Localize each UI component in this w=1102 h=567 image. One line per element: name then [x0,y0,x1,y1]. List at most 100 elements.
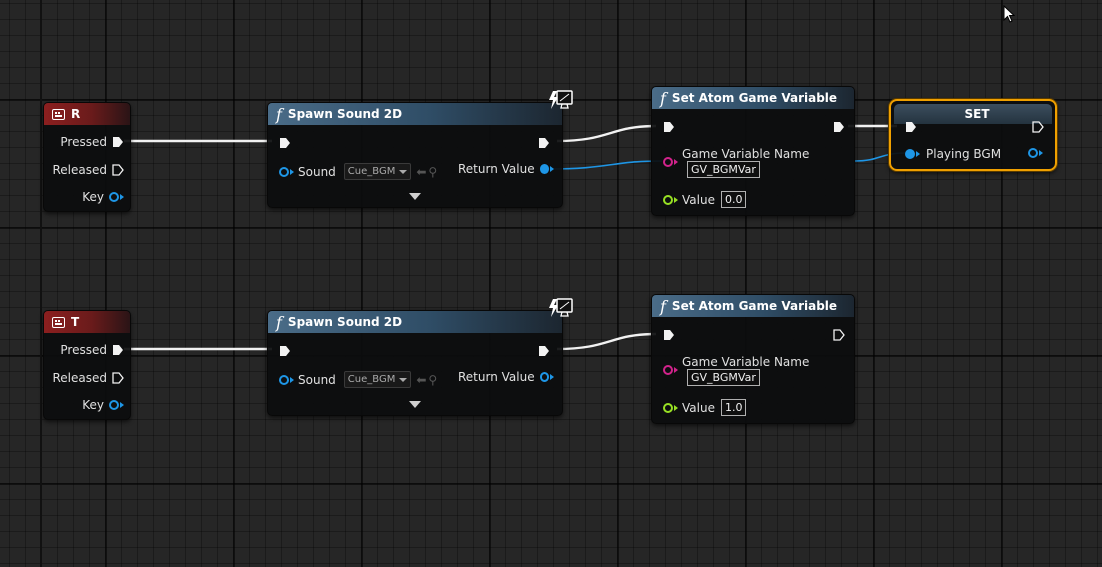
set-playing-bgm-node[interactable]: SET Playing BGM [889,99,1057,171]
keyboard-key-icon [52,316,65,328]
string-pin-icon[interactable] [663,157,673,167]
value-field[interactable]: 1.0 [720,399,747,416]
use-selected-asset-icon[interactable]: ⬅ [416,164,427,179]
exec-in-pin-icon[interactable] [279,137,291,149]
game-variable-name-label-row: Game Variable Name [682,355,809,369]
exec-out-pin-icon[interactable] [538,345,550,357]
sound-pin-icon[interactable] [279,166,289,177]
chevron-down-icon [399,169,408,174]
object-wire [547,160,663,170]
game-variable-name-field-row[interactable]: GV_BGMVar [683,161,760,178]
node-title: SET [964,107,990,121]
playing-bgm-output-row[interactable] [1028,148,1043,158]
playing-bgm-label: Playing BGM [926,147,1002,161]
playing-bgm-input-pin-icon[interactable] [905,149,915,159]
game-variable-name-pin[interactable] [663,157,678,167]
released-label: Released [52,163,107,177]
sound-pin-row[interactable]: Sound Cue_BGM ⬅ ⚲ [279,163,437,180]
key-pin-icon[interactable] [109,192,119,202]
exec-wire [556,124,657,143]
key-pin-row[interactable]: Key [64,398,124,412]
function-icon: f [276,312,282,332]
spawn-sound-2d-node[interactable]: f Spawn Sound 2D Sound Cue_BGM ⬅ ⚲ Retur… [267,102,563,208]
value-field[interactable]: 0.0 [720,191,747,208]
chevron-down-icon [399,377,408,382]
exec-in-pin-icon[interactable] [663,329,675,341]
pressed-label: Pressed [60,135,107,149]
return-value-pin-icon[interactable] [539,372,549,382]
return-value-pin-icon[interactable] [539,164,549,174]
return-value-label: Return Value [458,370,535,384]
float-pin-icon[interactable] [663,402,673,413]
function-header: f Set Atom Game Variable [652,295,854,317]
value-label: Value [682,192,715,207]
exec-out-pin-icon[interactable] [1032,121,1044,133]
node-title: Spawn Sound 2D [287,315,403,329]
event-key-name: R [71,107,81,121]
set-atom-game-variable-node[interactable]: f Set Atom Game Variable Game Variable N… [651,86,855,216]
exec-pin-icon[interactable] [112,372,124,384]
released-label: Released [52,371,107,385]
pressed-pin-row[interactable]: Pressed [60,343,124,357]
string-pin-icon[interactable] [663,365,673,375]
playing-bgm-input-row[interactable]: Playing BGM [905,147,1001,161]
exec-pin-icon[interactable] [112,344,124,356]
sound-label: Sound [298,164,336,179]
exec-out-pin-icon[interactable] [833,121,845,133]
exec-in-pin-icon[interactable] [905,121,917,133]
function-icon: f [660,296,666,316]
value-pin-row[interactable]: Value 0.0 [663,191,747,208]
sound-pin-icon[interactable] [279,374,289,385]
value-pin-row[interactable]: Value 1.0 [663,399,747,416]
keyboard-key-icon [52,108,65,120]
exec-wire [556,332,657,351]
sound-label: Sound [298,372,336,387]
event-key-name: T [71,315,80,329]
function-header: f Set Atom Game Variable [652,87,854,109]
playing-bgm-output-pin-icon[interactable] [1028,148,1038,158]
use-selected-asset-icon[interactable]: ⬅ [416,372,427,387]
game-variable-name-field-row[interactable]: GV_BGMVar [683,369,760,386]
sound-asset-dropdown[interactable]: Cue_BGM [343,163,412,180]
released-pin-row[interactable]: Released [52,163,124,177]
return-value-pin-row[interactable]: Return Value [458,370,554,384]
input-key-event-t[interactable]: T Pressed Released Key [43,310,131,420]
pressed-pin-row[interactable]: Pressed [60,135,124,149]
latent-clock-icon [549,90,573,109]
exec-pin-icon[interactable] [112,136,124,148]
exec-out-pin-icon[interactable] [833,329,845,341]
browse-asset-icon[interactable]: ⚲ [428,372,438,387]
sound-asset-value: Cue_BGM [347,166,396,177]
exec-in-pin-icon[interactable] [663,121,675,133]
game-variable-name-field[interactable]: GV_BGMVar [687,369,760,386]
return-value-pin-row[interactable]: Return Value [458,162,554,176]
expand-arrow-icon[interactable] [409,401,421,408]
set-node-header: SET [894,104,1052,124]
key-pin-icon[interactable] [109,400,119,410]
return-value-label: Return Value [458,162,535,176]
value-label: Value [682,400,715,415]
expand-arrow-icon[interactable] [409,193,421,200]
browse-asset-icon[interactable]: ⚲ [428,164,438,179]
mouse-cursor-icon [1003,5,1015,23]
exec-in-pin-icon[interactable] [279,345,291,357]
function-header: f Spawn Sound 2D [268,103,562,125]
input-key-event-r[interactable]: R Pressed Released Key [43,102,131,212]
key-pin-row[interactable]: Key [64,190,124,204]
sound-pin-row[interactable]: Sound Cue_BGM ⬅ ⚲ [279,371,437,388]
game-variable-name-field[interactable]: GV_BGMVar [687,161,760,178]
sound-asset-dropdown[interactable]: Cue_BGM [343,371,412,388]
spawn-sound-2d-node[interactable]: f Spawn Sound 2D Sound Cue_BGM ⬅ ⚲ Retur… [267,310,563,416]
exec-pin-icon[interactable] [112,164,124,176]
released-pin-row[interactable]: Released [52,371,124,385]
event-header: T [44,311,130,333]
game-variable-name-label: Game Variable Name [682,355,810,369]
game-variable-name-label-row: Game Variable Name [682,147,809,161]
set-atom-game-variable-node[interactable]: f Set Atom Game Variable Game Variable N… [651,294,855,424]
key-label: Key [82,398,104,412]
float-pin-icon[interactable] [663,194,673,205]
graph-origin-line [40,0,42,567]
game-variable-name-pin[interactable] [663,365,678,375]
game-variable-name-label: Game Variable Name [682,147,810,161]
exec-out-pin-icon[interactable] [538,137,550,149]
